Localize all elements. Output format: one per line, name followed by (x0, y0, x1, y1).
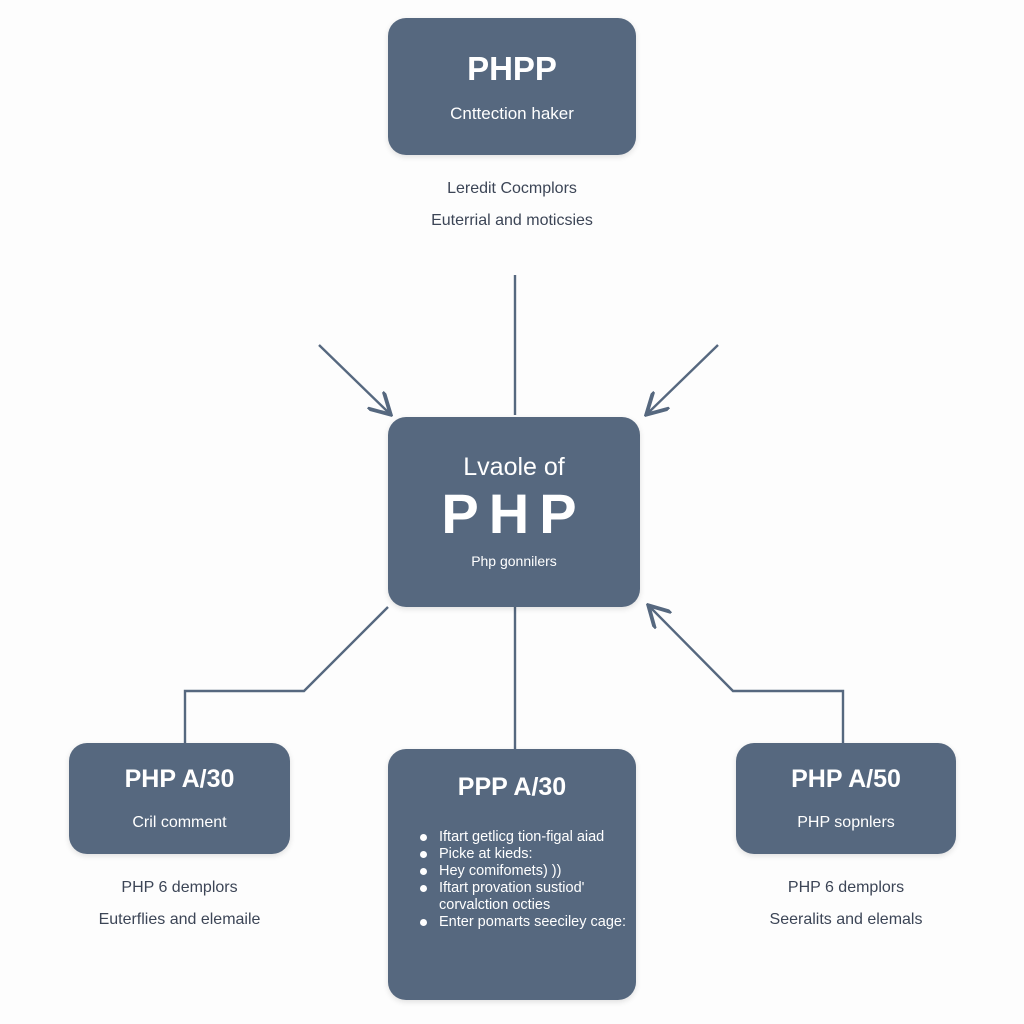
bullet-item: Hey comifomets) )) (418, 863, 636, 880)
center-node[interactable]: Lvaole of PHP Php gonnilers (388, 417, 640, 607)
node-title: PHPP (467, 50, 557, 87)
top-caption-1: Leredit Cocmplors (447, 180, 577, 197)
left-caption-1: PHP 6 demplors (121, 879, 238, 896)
node-title: PPP A/30 (457, 773, 567, 801)
node-subtitle: Cnttection haker (450, 104, 574, 123)
node-subtitle: PHP sopnlers (797, 814, 895, 831)
right-caption-2: Seeralits and elemals (769, 911, 923, 928)
node-title: PHP A/50 (791, 765, 901, 793)
arrow-right (650, 607, 845, 743)
node-pretitle: Lvaole of (463, 453, 565, 481)
bullet-item: Picke at kieds: (418, 846, 636, 863)
right-node[interactable]: PHP A/50 PHP sopnlers (736, 743, 956, 854)
connector-left (183, 606, 389, 743)
bullet-item: Enter pomarts seeciley cage: (418, 914, 636, 931)
left-caption-2: Euterflies and elemaile (98, 911, 261, 928)
middle-node[interactable]: PPP A/30 Iftart getlicg tion-figal aiad … (388, 749, 636, 1000)
bullet-list: Iftart getlicg tion-figal aiad Picke at … (418, 829, 636, 931)
bullet-item: Iftart getlicg tion-figal aiad (418, 829, 636, 846)
top-node[interactable]: PHPP Cnttection haker (388, 18, 636, 155)
left-node[interactable]: PHP A/30 Cril comment (69, 743, 290, 854)
node-title: PHP (441, 482, 587, 545)
node-subtitle: Cril comment (132, 814, 227, 831)
right-caption-1: PHP 6 demplors (787, 879, 905, 896)
arrow-topright (648, 344, 719, 413)
bullet-item: Iftart provation sustiod' corvalction oc… (418, 880, 636, 914)
arrow-topleft (318, 344, 389, 413)
node-title: PHP A/30 (124, 765, 235, 793)
node-subtitle: Php gonnilers (471, 553, 557, 569)
top-caption-2: Euterrial and moticsies (431, 212, 593, 229)
